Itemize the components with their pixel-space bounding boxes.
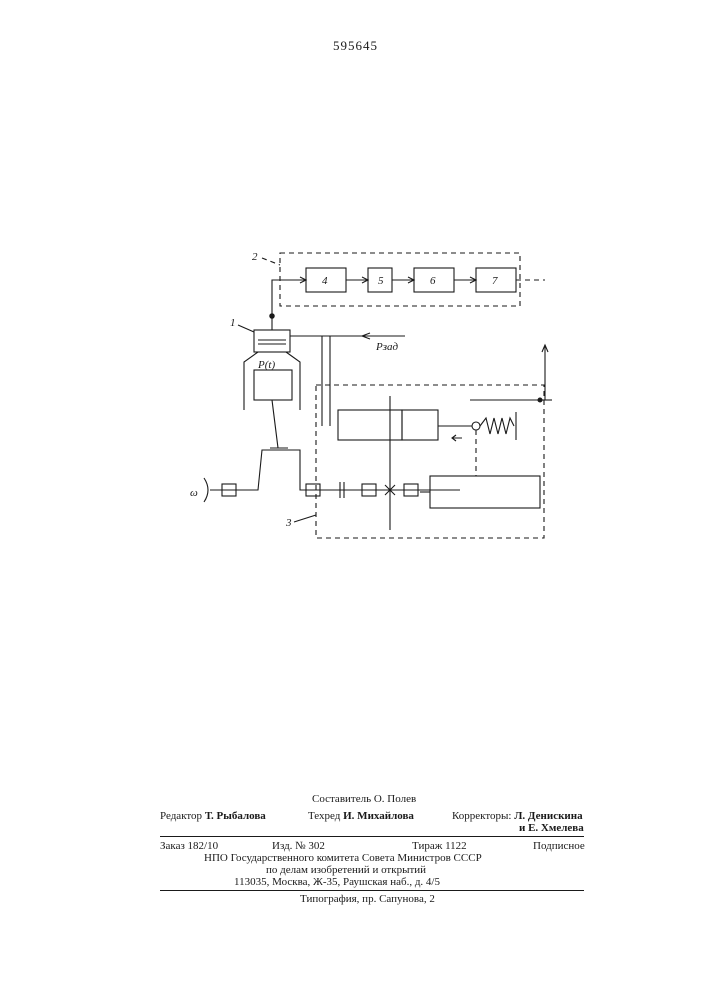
rule-top [160, 836, 584, 837]
correctors-label: Корректоры: [452, 810, 511, 822]
subscription: Подписное [533, 840, 585, 852]
address: 113035, Москва, Ж-35, Раушская наб., д. … [234, 876, 440, 888]
org-line-1: НПО Государственного комитета Совета Мин… [204, 852, 482, 864]
compiler-name: О. Полев [374, 793, 416, 805]
bellows-inner [254, 370, 292, 400]
corrector-2: и Е. Хмелева [519, 822, 584, 834]
pivot [472, 422, 480, 430]
editor-name: Т. Рыбалова [205, 810, 266, 822]
circulation: Тираж 1122 [412, 840, 467, 852]
block-5-label: 5 [378, 275, 384, 287]
corrector-1: Л. Денискина [514, 810, 582, 822]
label-pzad: Pзад [375, 341, 399, 353]
main-shaft [210, 450, 460, 490]
signal-path-top [272, 280, 306, 316]
rod [272, 400, 278, 448]
block-6-label: 6 [430, 275, 436, 287]
compiler-line: Составитель О. Полев [312, 793, 416, 805]
edition: Изд. № 302 [272, 840, 325, 852]
techred-line: Техред И. Михайлова [308, 810, 414, 822]
label-pt: P(t) [257, 359, 275, 371]
actuator [430, 476, 540, 508]
label-1-leader [238, 325, 254, 332]
schematic-diagram: 2 4 5 6 7 1 Pзад P(t) 3 ω [0, 0, 707, 600]
label-omega: ω [190, 487, 198, 499]
correctors-line: Корректоры: Л. Денискина [452, 810, 583, 822]
small-arrow [452, 435, 462, 441]
label-1: 1 [230, 317, 236, 329]
label-2-leader [262, 258, 280, 265]
spring [480, 418, 514, 434]
techred-name: И. Михайлова [343, 810, 414, 822]
rotation-arrow [204, 478, 208, 502]
slide-valve [338, 410, 402, 440]
label-3-leader [294, 515, 316, 522]
slide-valve-body [402, 410, 438, 440]
techred-label: Техред [308, 810, 340, 822]
editor-label: Редактор [160, 810, 202, 822]
sensor-1 [254, 330, 290, 352]
org-line-2: по делам изобретений и открытий [266, 864, 426, 876]
printer: Типография, пр. Сапунова, 2 [300, 893, 435, 905]
block-7-label: 7 [492, 275, 498, 287]
block-4-label: 4 [322, 275, 328, 287]
block-3-frame [316, 385, 544, 538]
label-3: 3 [285, 517, 292, 529]
rule-bottom [160, 890, 584, 891]
label-2: 2 [252, 251, 258, 263]
editor-line: Редактор Т. Рыбалова [160, 810, 266, 822]
order: Заказ 182/10 [160, 840, 218, 852]
compiler-label: Составитель [312, 793, 371, 805]
